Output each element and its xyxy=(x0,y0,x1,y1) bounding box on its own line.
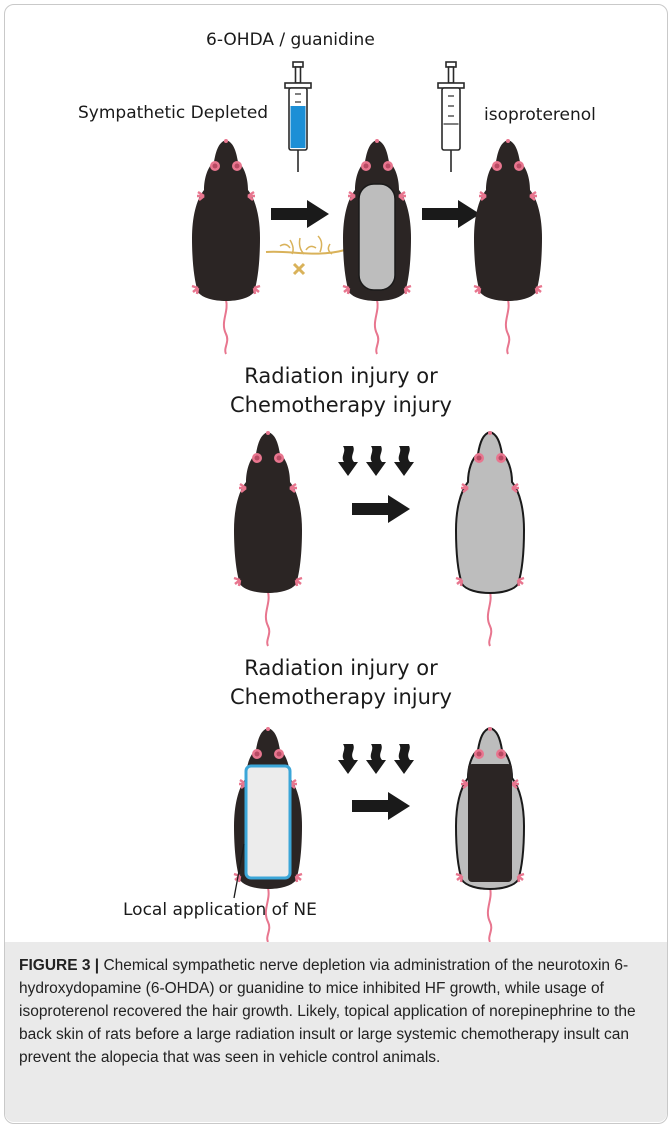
syringe-6ohda xyxy=(285,62,311,172)
caption-text: Chemical sympathetic nerve depletion via… xyxy=(19,957,636,1066)
isoproterenol-label: isoproterenol xyxy=(484,105,596,125)
mouse-after-injury-grey xyxy=(456,431,524,646)
mouse-depleted-shaved xyxy=(343,139,411,354)
injury-title-bottom: Radiation injury or Chemotherapy injury xyxy=(191,654,491,712)
mouse-before-injury-dark xyxy=(234,431,302,646)
figure-number: FIGURE 3 | xyxy=(19,957,99,974)
mouse-protected-grey xyxy=(456,727,524,942)
local-ne-label: Local application of NE xyxy=(123,900,317,920)
injury-title-middle: Radiation injury or Chemotherapy injury xyxy=(191,362,491,420)
drug-label: 6-OHDA / guanidine xyxy=(206,30,375,50)
mouse-control-dark xyxy=(192,139,260,354)
arrow-right-3 xyxy=(352,495,410,523)
sympathetic-depleted-label: Sympathetic Depleted xyxy=(78,103,268,123)
figure-caption: FIGURE 3 | Chemical sympathetic nerve de… xyxy=(19,954,659,1069)
mouse-recovered-dark xyxy=(474,139,542,354)
arrow-right-2 xyxy=(422,200,480,228)
arrow-right-4 xyxy=(352,792,410,820)
syringe-isoproterenol xyxy=(438,62,464,172)
injury-arrows-2 xyxy=(338,744,414,774)
caption-panel: FIGURE 3 | Chemical sympathetic nerve de… xyxy=(5,942,667,1122)
arrow-right-1 xyxy=(271,200,329,228)
injury-arrows-1 xyxy=(338,446,414,476)
nerve-depletion-icon xyxy=(266,236,345,274)
